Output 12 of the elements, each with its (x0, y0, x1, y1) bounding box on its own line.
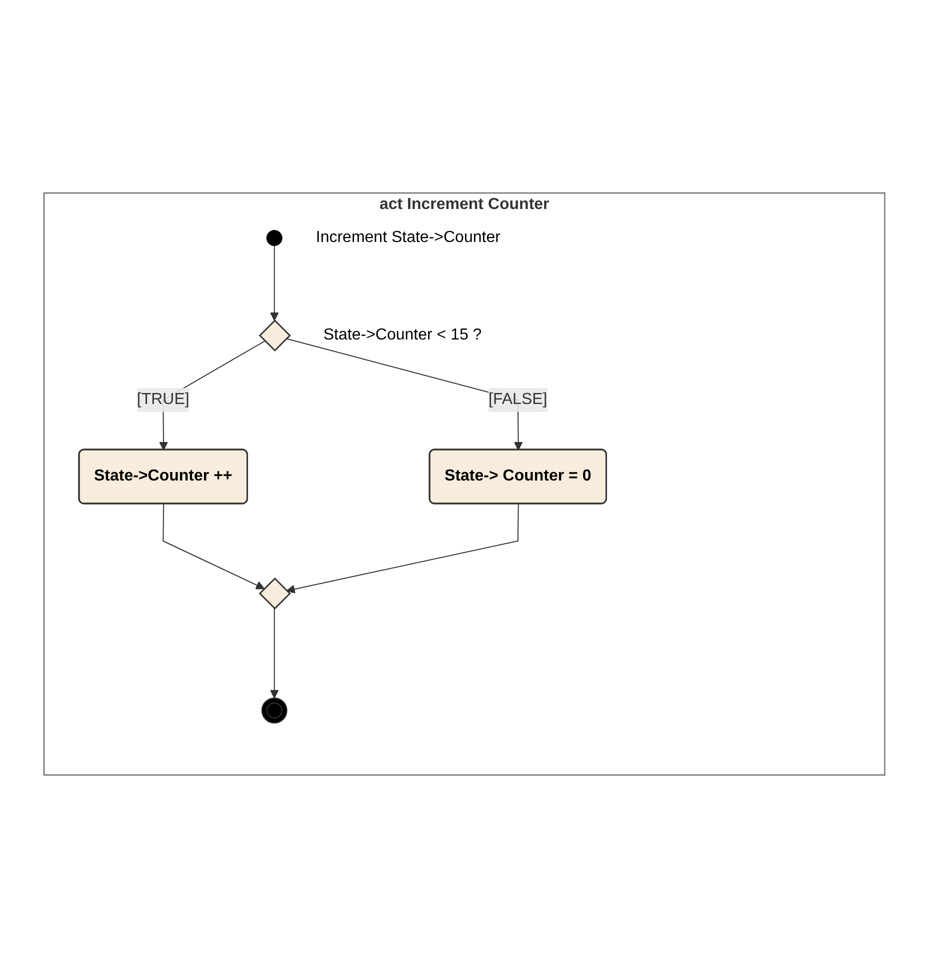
node-label: Increment State->Counter (316, 229, 500, 246)
arrow (162, 504, 264, 590)
arrow (270, 608, 278, 698)
node-circle (266, 230, 282, 246)
edge-label: [TRUE] (136, 391, 189, 408)
node-diamond (258, 319, 291, 352)
arrow (270, 245, 278, 321)
node-circle (261, 698, 287, 724)
arrow (286, 504, 518, 594)
node-label: State->Counter < 15 ? (323, 326, 482, 344)
node-diamond (258, 577, 291, 610)
edge-label: [FALSE] (488, 391, 547, 408)
